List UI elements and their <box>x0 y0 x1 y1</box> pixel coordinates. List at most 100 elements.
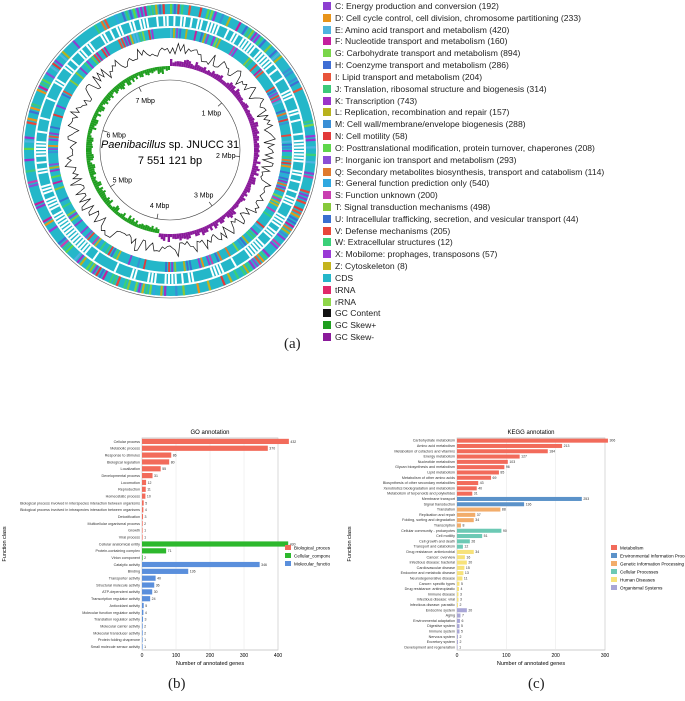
inner-scale-ring <box>99 79 241 221</box>
ring-segment <box>253 138 259 142</box>
ring-segment <box>242 264 250 274</box>
data-label: 2 <box>459 603 461 607</box>
category-label: Molecular function regulator activity <box>82 611 140 615</box>
ring-segment <box>242 105 250 110</box>
ring-segment <box>73 236 83 245</box>
ring-segment <box>305 153 316 157</box>
ring-segment <box>224 246 231 257</box>
ring-segment <box>181 273 185 284</box>
ring-segment <box>217 74 224 83</box>
category-label: Signal transduction <box>424 502 455 506</box>
ring-segment <box>237 37 245 48</box>
scale-tick <box>208 201 213 207</box>
category-label: Cellular community - prokaryotes <box>401 529 455 533</box>
ring-segment <box>137 282 142 293</box>
ring-segment <box>39 81 50 89</box>
ring-segment <box>202 66 207 74</box>
ring-segment <box>141 70 146 74</box>
ring-segment <box>93 24 101 35</box>
ring-segment <box>150 67 154 74</box>
ring-segment <box>96 239 105 249</box>
ring-segment <box>275 109 286 115</box>
bar <box>457 523 461 528</box>
category-label: Environmental adaptation <box>413 619 455 623</box>
ring-segment <box>247 115 254 120</box>
ring-segment <box>193 30 198 41</box>
ring-segment <box>122 278 128 289</box>
ring-segment <box>49 168 60 173</box>
ring-segment <box>120 80 126 87</box>
bar <box>457 581 460 586</box>
y-axis-label: Function class <box>2 526 8 561</box>
legend-swatch <box>323 297 331 306</box>
genome-title: Paenibacillus sp. JNUCC 31 <box>101 139 239 151</box>
ring-segment <box>163 285 167 296</box>
ring-segment <box>175 28 179 39</box>
ring-segment <box>63 66 73 75</box>
ring-segment <box>282 224 293 232</box>
ring-segment <box>248 260 256 270</box>
ring-segment <box>251 257 259 268</box>
ring-segment <box>152 67 156 72</box>
ring-segment <box>36 147 47 150</box>
ring-segment <box>150 225 154 233</box>
ring-segment <box>253 140 258 144</box>
ring-segment <box>174 61 177 67</box>
category-label: Metabolic process <box>110 447 140 451</box>
ring-segment <box>27 117 38 122</box>
legend-label: O: Posttranslational modification, prote… <box>335 142 595 153</box>
ring-segment <box>142 18 147 29</box>
ring-segment <box>297 195 308 201</box>
ring-segment <box>172 233 175 239</box>
ring-segment <box>86 232 96 241</box>
ring-segment <box>281 150 292 152</box>
category-label: Cell growth and death <box>419 539 455 543</box>
ring-segment <box>113 86 120 92</box>
ring-segment <box>84 245 92 255</box>
ring-segment <box>59 239 69 248</box>
ring-segment <box>93 180 102 187</box>
ring-segment <box>230 47 239 58</box>
ring-segment <box>126 35 132 46</box>
bar <box>457 587 459 592</box>
ring-segment <box>271 220 281 228</box>
ring-segment <box>183 232 187 239</box>
ring-segment <box>208 10 214 21</box>
x-tick-label: 400 <box>274 653 283 659</box>
ring-segment <box>182 285 186 296</box>
ring-segment <box>115 250 122 261</box>
ring-segment <box>86 154 94 157</box>
legend-swatch <box>323 72 331 81</box>
ring-segment <box>122 216 126 221</box>
ring-segment <box>240 39 248 49</box>
data-label: 13 <box>465 571 469 575</box>
ring-segment <box>242 57 251 66</box>
scale-tick-label: 1 Mbp <box>202 110 222 117</box>
bar <box>457 539 470 544</box>
ring-segment <box>144 69 148 76</box>
ring-segment <box>160 233 164 240</box>
ring-segment <box>191 65 195 70</box>
legend-swatch <box>323 1 331 10</box>
ring-segment <box>272 238 282 247</box>
ring-segment <box>103 196 111 203</box>
ring-segment <box>122 79 127 84</box>
ring-segment <box>80 225 89 234</box>
ring-segment <box>132 8 137 19</box>
ring-segment <box>210 222 214 227</box>
ring-segment <box>167 66 170 71</box>
legend-swatch <box>323 226 331 235</box>
ring-segment <box>115 84 121 90</box>
ring-segment <box>241 192 248 197</box>
ring-segment <box>177 4 180 15</box>
scale-tick-label: 6 Mbp <box>106 133 126 140</box>
ring-segment <box>296 198 307 205</box>
genome-rings <box>21 1 319 299</box>
legend-item: Q: Secondary metabolites biosynthesis, t… <box>323 166 685 178</box>
data-label: 40 <box>157 577 161 581</box>
ring-segment <box>36 88 47 95</box>
ring-segment <box>210 70 216 78</box>
ring-segment <box>112 248 120 259</box>
ring-segment <box>138 31 143 42</box>
